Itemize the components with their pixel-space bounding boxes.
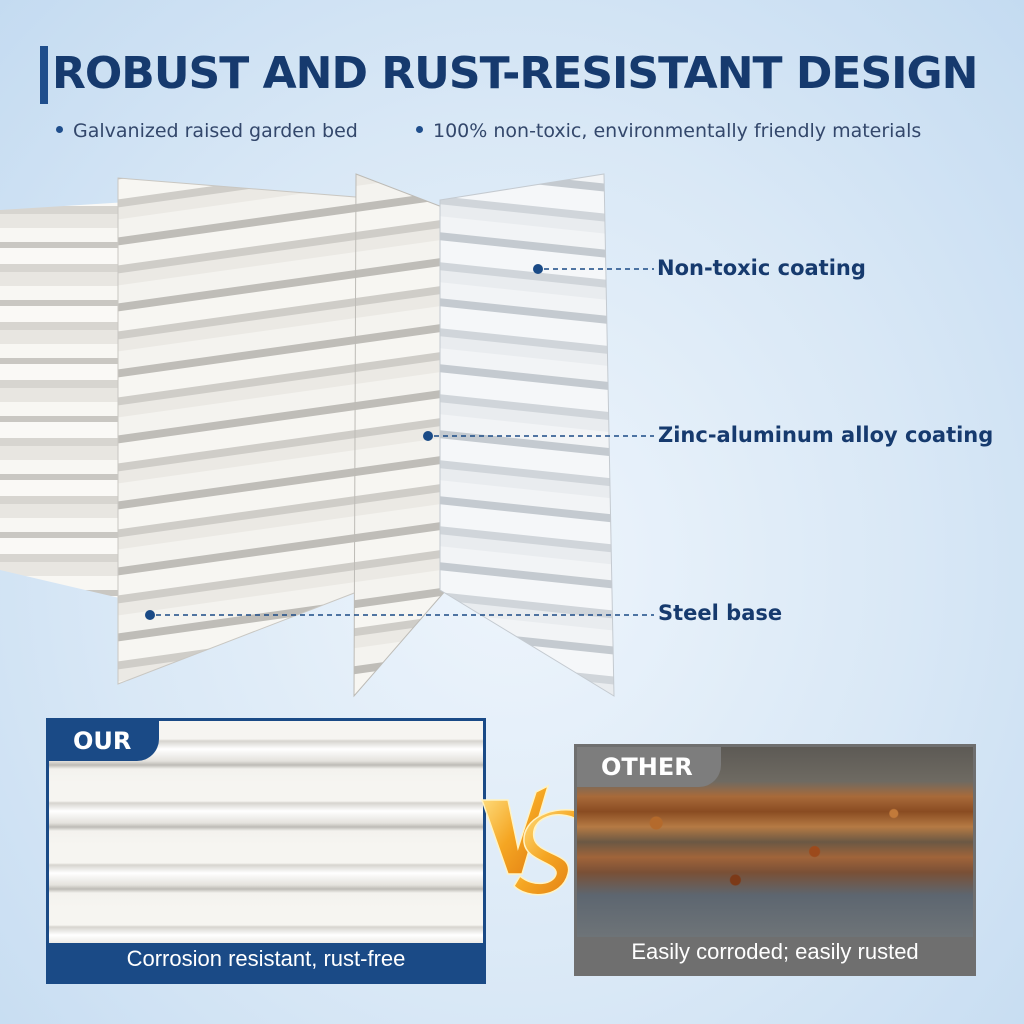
steel-panel-illustration bbox=[0, 173, 654, 698]
vs-icon bbox=[480, 784, 584, 896]
bullet-dot-icon bbox=[56, 126, 63, 133]
bullet-non-toxic: 100% non-toxic, environmentally friendly… bbox=[416, 120, 921, 142]
callout-dot-icon bbox=[533, 264, 543, 274]
comparison-our-box: OUR Corrosion resistant, rust-free bbox=[46, 718, 486, 984]
panel-right bbox=[439, 173, 615, 697]
panel-left bbox=[0, 202, 128, 600]
callout-dot-icon bbox=[423, 431, 433, 441]
bullet-text: 100% non-toxic, environmentally friendly… bbox=[433, 120, 922, 142]
bullet-galvanized: Galvanized raised garden bed bbox=[56, 120, 358, 142]
bullet-dot-icon bbox=[416, 126, 423, 133]
callout-non-toxic-coating: Non-toxic coating bbox=[657, 256, 866, 280]
our-tag: OUR bbox=[49, 721, 160, 761]
other-caption: Easily corroded; easily rusted bbox=[631, 939, 919, 964]
other-tag: OTHER bbox=[577, 747, 721, 787]
callout-zinc-aluminum-coating: Zinc-aluminum alloy coating bbox=[658, 423, 994, 447]
callout-dot-icon bbox=[145, 610, 155, 620]
our-caption: Corrosion resistant, rust-free bbox=[126, 946, 406, 971]
comparison-other-box: OTHER Easily corroded; easily rusted bbox=[574, 744, 976, 976]
callout-steel-base: Steel base bbox=[658, 601, 783, 625]
title-accent-bar bbox=[40, 46, 48, 104]
panel-middle bbox=[353, 173, 451, 698]
bullet-text: Galvanized raised garden bed bbox=[73, 120, 358, 142]
panel-front bbox=[117, 177, 369, 685]
page-title: ROBUST AND RUST-RESISTANT DESIGN bbox=[52, 48, 978, 99]
